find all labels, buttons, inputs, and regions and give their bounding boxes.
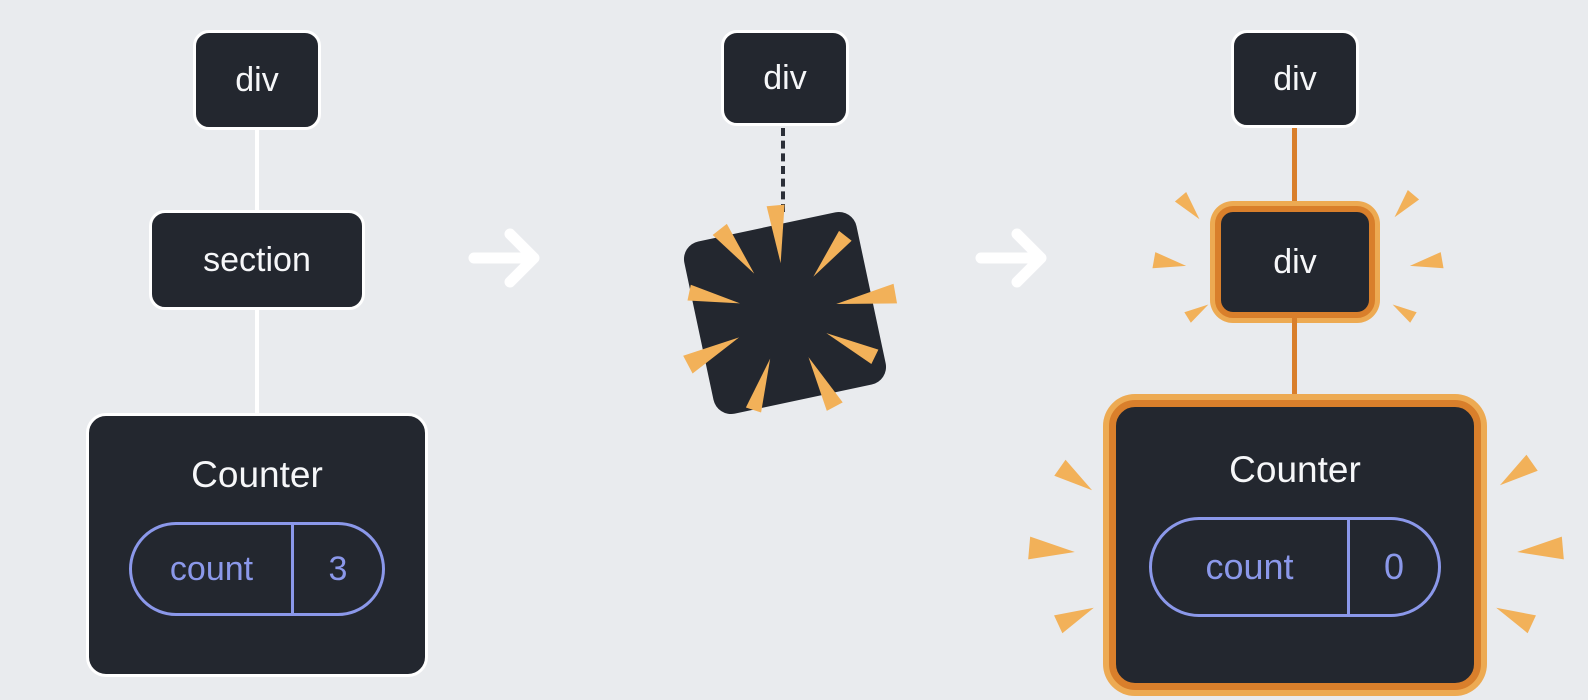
before-child-node: section [149, 210, 365, 310]
sparkle-icon [1044, 584, 1108, 648]
after-component-title: Counter [1229, 449, 1361, 490]
after-root-node: div [1231, 30, 1359, 128]
before-state-key: count [169, 549, 254, 588]
sparkle-icon [1403, 240, 1449, 286]
before-component-node: Counter count 3 [86, 413, 428, 677]
after-root-label: div [1273, 59, 1317, 98]
after-state-value: 0 [1347, 520, 1438, 614]
sparkle-icon [1147, 240, 1193, 286]
before-connector-bottom [255, 310, 259, 413]
transition-root-node: div [721, 30, 849, 126]
before-root-label: div [235, 60, 279, 99]
after-state-pill: count 0 [1149, 517, 1441, 617]
after-child-node-highlighted: div [1215, 206, 1375, 318]
sparkle-icon [1177, 290, 1218, 331]
sparkle-icon [1483, 441, 1550, 508]
before-state-pill: count 3 [129, 522, 385, 616]
sparkle-icon [1165, 183, 1216, 234]
before-connector-top [255, 130, 259, 210]
transition-root-label: div [763, 58, 807, 97]
sparkle-icon [1382, 290, 1423, 331]
sparkle-icon [1510, 520, 1571, 581]
sparkle-icon [1043, 446, 1110, 513]
after-connector-top [1292, 128, 1297, 206]
before-child-label: section [203, 240, 311, 279]
transition-dashed-connector [781, 128, 785, 212]
before-component-title: Counter [191, 454, 323, 495]
sparkle-icon [1482, 584, 1546, 648]
after-child-label: div [1273, 242, 1317, 281]
before-root-node: div [193, 30, 321, 130]
arrow-right-icon [468, 222, 546, 294]
poof-destroy-icon [635, 163, 935, 463]
sparkle-icon [1022, 520, 1083, 581]
before-state-value: 3 [291, 525, 382, 613]
arrow-right-icon [975, 222, 1053, 294]
sparkle-icon [1379, 181, 1430, 232]
after-state-key: count [1205, 546, 1294, 587]
after-connector-bottom [1292, 318, 1297, 400]
after-component-node-highlighted: Counter count 0 [1109, 400, 1481, 690]
